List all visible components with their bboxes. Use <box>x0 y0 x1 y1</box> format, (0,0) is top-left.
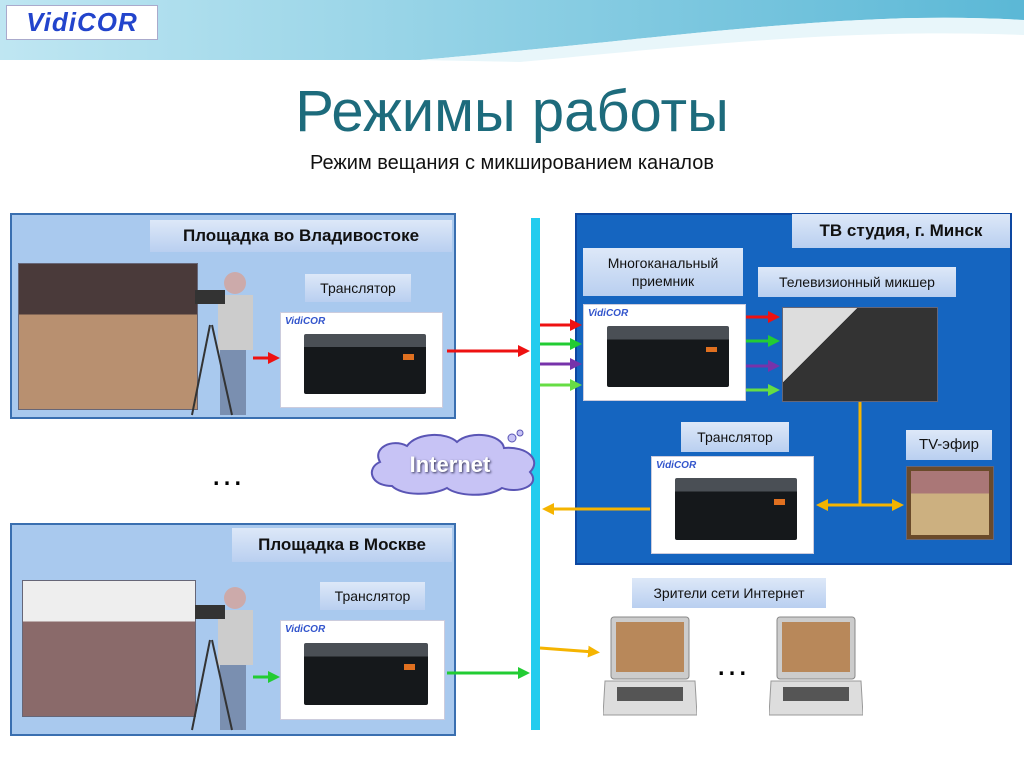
camera-operator-icon <box>190 265 265 418</box>
receiver-label: Многоканальный приемник <box>583 248 743 296</box>
tv-screen-icon <box>906 466 994 540</box>
translator-label: Транслятор <box>681 422 789 452</box>
page-title: Режимы работы <box>295 79 729 144</box>
logo: VidiCOR <box>6 5 158 40</box>
tv-mixer-photo <box>782 307 938 402</box>
studio-translator-device: VidiCOR <box>651 456 814 554</box>
site-label: Площадка во Владивостоке <box>150 220 452 252</box>
basketball-photo <box>18 263 198 410</box>
more-viewers-ellipsis: … <box>715 645 749 683</box>
internet-cloud-icon <box>370 429 536 496</box>
internet-label: Internet <box>409 452 491 477</box>
network-bus <box>531 218 540 730</box>
header-wave <box>0 0 1024 62</box>
site-label: Площадка в Москве <box>232 528 452 562</box>
page-subtitle: Режим вещания с микшированием каналов <box>310 152 714 174</box>
laptop-icon <box>603 616 697 716</box>
mixer-label: Телевизионный микшер <box>758 267 956 297</box>
viewers-label: Зрители сети Интернет <box>632 578 826 608</box>
arrow <box>539 645 600 658</box>
more-sites-ellipsis: … <box>210 455 244 493</box>
translator-device: VidiCOR <box>280 312 443 408</box>
laptop-icon <box>769 616 863 716</box>
translator-label: Транслятор <box>305 274 411 302</box>
studio-label: ТВ студия, г. Минск <box>792 214 1010 248</box>
multichannel-receiver-device: VidiCOR <box>583 304 746 401</box>
exhibition-photo <box>22 580 196 717</box>
translator-device: VidiCOR <box>280 620 445 720</box>
tv-broadcast-label: TV-эфир <box>906 430 992 460</box>
camera-operator-icon <box>190 580 265 733</box>
translator-label: Транслятор <box>320 582 425 610</box>
